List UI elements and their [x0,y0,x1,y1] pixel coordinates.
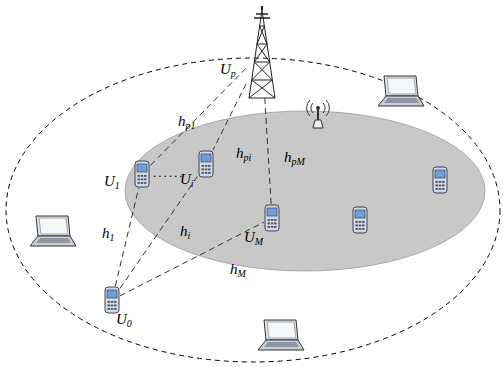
coverage-boundary [6,58,500,362]
secondary-region [125,111,485,271]
phone-icon [198,150,214,178]
node-label: Up [220,62,236,79]
channel-label: hM [230,262,246,279]
channel-link [213,84,246,150]
channel-label: hi [180,224,190,241]
channel-link [150,68,246,166]
phone-icon [353,207,367,233]
channel-link [120,176,198,289]
base-station: Up [246,6,278,98]
phone-icon [104,286,120,314]
phone-icon [433,167,447,193]
channel-label: hpM [284,150,305,167]
laptop-icon [30,216,76,246]
channel-label: h1 [102,226,115,243]
access-point [307,100,330,128]
user-phone: U0 [104,286,120,314]
tower-icon [246,6,278,98]
user-phone: U1 [134,160,150,188]
channel-link [265,98,271,204]
laptop-icon [378,76,424,106]
channel-link [120,222,264,296]
ellipsis-dots: ...... [153,166,185,179]
phone-icon [134,160,150,188]
node-label: U0 [116,312,132,329]
node-label: UM [244,230,263,247]
user-phone: Ui [198,150,214,178]
channel-link [115,188,138,286]
user-phone: UM [264,204,280,232]
phone-icon [264,204,280,232]
node-label: U1 [104,174,120,191]
channel-label: hp1 [178,114,196,131]
channel-label: hpi [236,146,251,163]
laptop-icon [258,320,304,350]
